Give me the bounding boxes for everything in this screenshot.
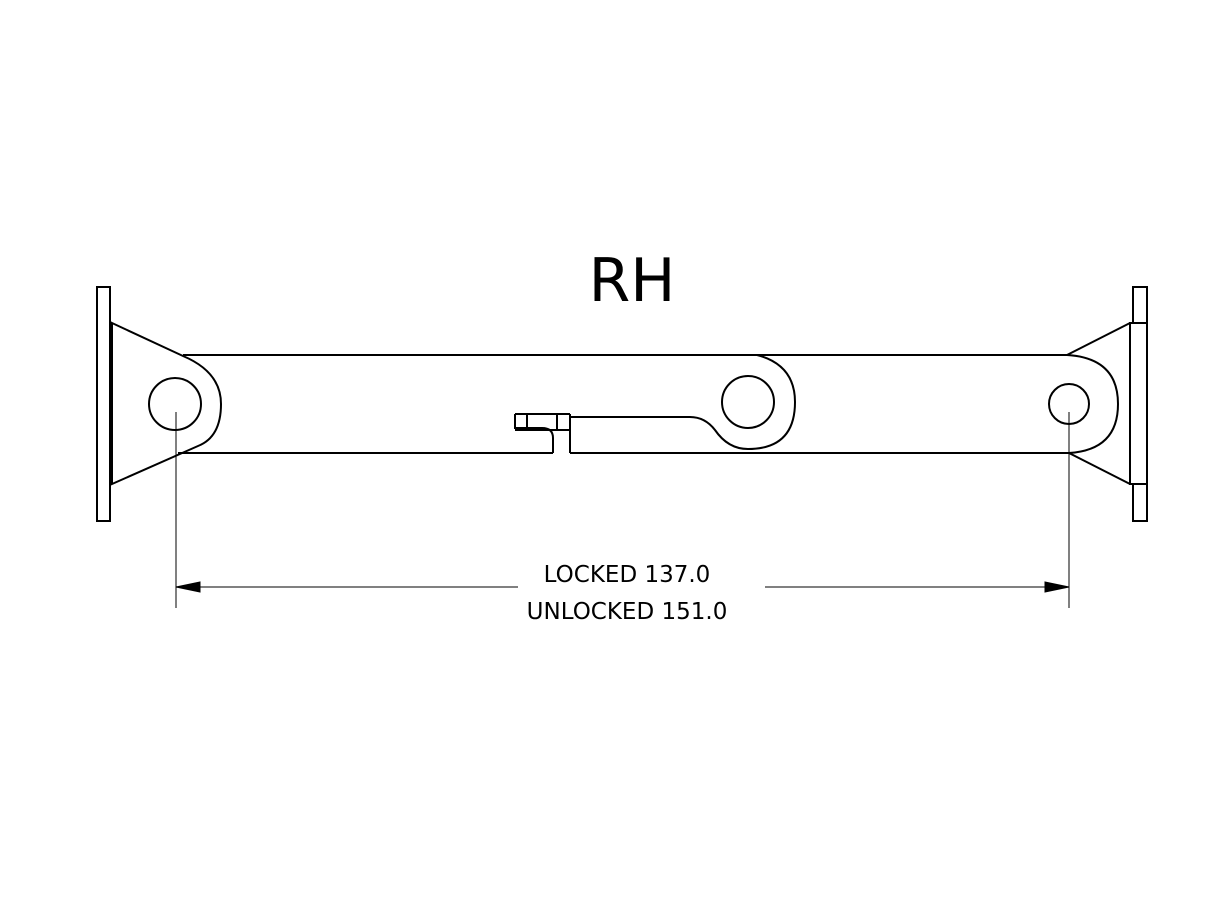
left-arm <box>178 354 757 454</box>
unlocked-dimension-label: UNLOCKED 151.0 <box>526 599 728 625</box>
locked-dimension-label: LOCKED 137.0 <box>543 562 711 588</box>
left-bracket <box>96 286 223 522</box>
right-bracket-lug <box>1066 354 1120 454</box>
left-bracket-lug <box>111 321 223 486</box>
left-pivot-hole <box>148 377 202 431</box>
latch <box>514 413 749 453</box>
drawing-title: RH <box>588 246 676 316</box>
right-arm <box>748 354 1069 454</box>
left-arrowhead <box>175 581 201 593</box>
right-arrowhead <box>1044 581 1070 593</box>
dimension-line <box>175 412 1070 608</box>
middle-joint <box>721 354 797 450</box>
middle-pivot-hole <box>721 375 775 429</box>
left-mounting-plate <box>96 286 111 522</box>
right-bracket <box>1048 286 1148 522</box>
